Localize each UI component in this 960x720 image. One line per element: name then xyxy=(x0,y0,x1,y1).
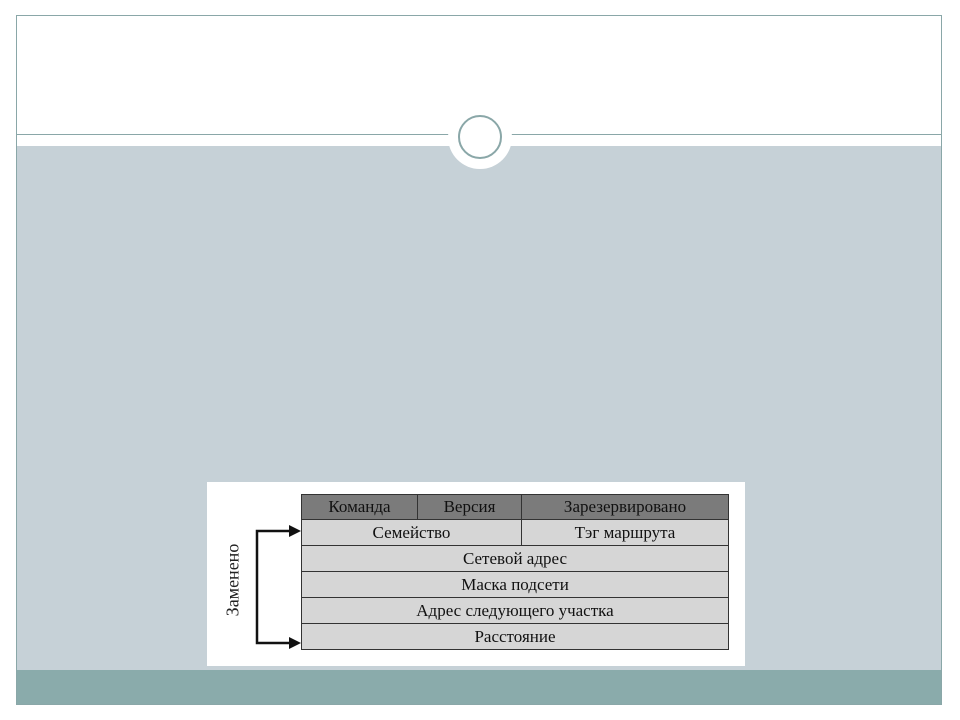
field-route-tag: Тэг маршрута xyxy=(522,520,728,545)
field-next-hop: Адрес следующего участка xyxy=(302,598,728,623)
packet-format-figure: Заменено Команда Версия Зарезервировано … xyxy=(207,482,745,666)
bracket-line xyxy=(255,529,289,645)
table-row: Расстояние xyxy=(301,624,729,650)
packet-fields-table: Команда Версия Зарезервировано Семейство… xyxy=(301,494,729,650)
field-version: Версия xyxy=(418,495,522,519)
field-network-address: Сетевой адрес xyxy=(302,546,728,571)
arrow-head-bottom-icon xyxy=(289,637,301,649)
replaced-label-text: Заменено xyxy=(222,543,243,616)
field-reserved: Зарезервировано xyxy=(522,495,728,519)
arrow-head-top-icon xyxy=(289,525,301,537)
table-row: Семейство Тэг маршрута xyxy=(301,520,729,546)
bracket-arrows-icon xyxy=(255,525,301,649)
field-family: Семейство xyxy=(302,520,522,545)
table-row: Сетевой адрес xyxy=(301,546,729,572)
field-subnet-mask: Маска подсети xyxy=(302,572,728,597)
slide-frame xyxy=(16,15,942,705)
field-distance: Расстояние xyxy=(302,624,728,649)
table-row: Адрес следующего участка xyxy=(301,598,729,624)
decorative-circle-icon xyxy=(458,115,502,159)
table-row-header: Команда Версия Зарезервировано xyxy=(301,494,729,520)
field-command: Команда xyxy=(302,495,418,519)
slide-footer-bar xyxy=(17,670,941,704)
table-row: Маска подсети xyxy=(301,572,729,598)
